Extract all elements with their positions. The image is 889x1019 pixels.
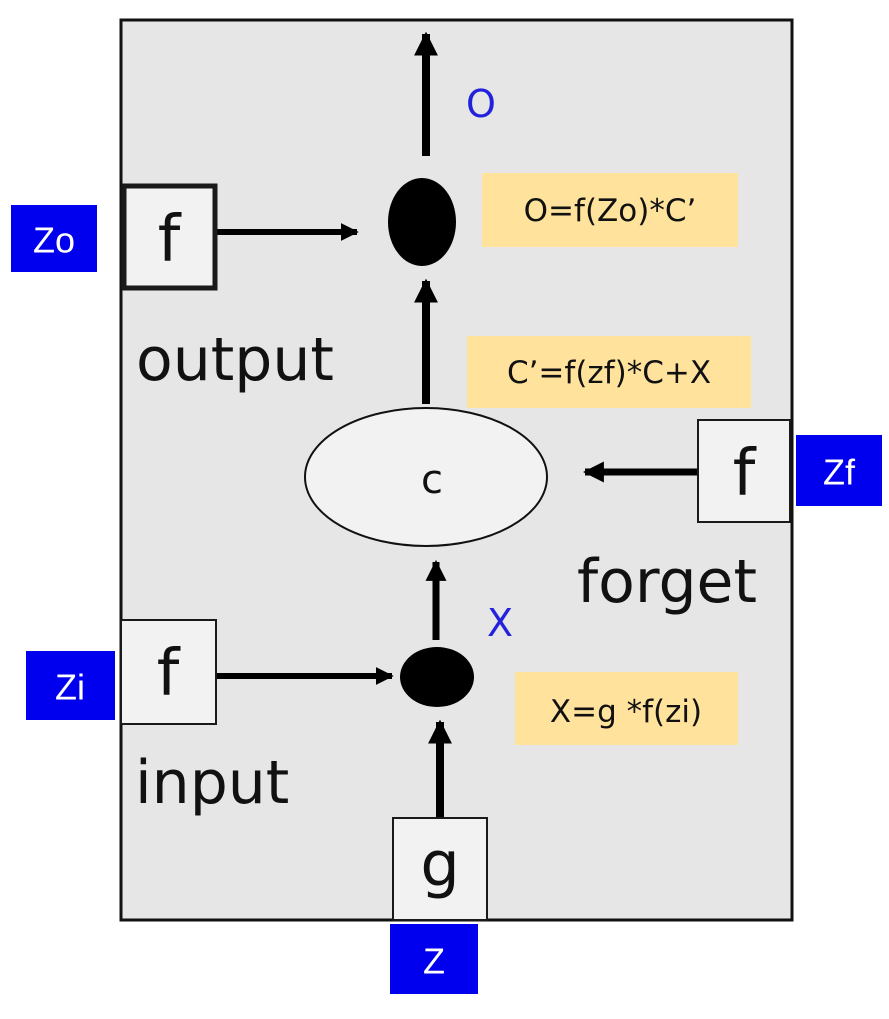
input-multiplier-node (400, 647, 474, 707)
output-gate-label: f (158, 203, 182, 277)
input-gate-box (120, 619, 217, 725)
input-activation-box (392, 817, 488, 921)
zi-input-label: Zi (55, 667, 85, 708)
z-input-box (390, 924, 478, 994)
zf-input-label: Zf (823, 452, 856, 493)
forget-gate-word: forget (577, 547, 757, 617)
output-multiplier-node (388, 178, 456, 266)
input-formula: X=g *f(zi) (550, 694, 702, 730)
output-variable-label: O (466, 82, 496, 126)
z-input-label: Z (423, 941, 445, 982)
output-formula-box (482, 173, 738, 247)
forget-gate-box (697, 419, 791, 523)
input-gate-word: input (135, 748, 289, 818)
input-activation-label: g (420, 828, 459, 901)
zf-input-box (796, 435, 882, 506)
input-gate-label: f (157, 637, 181, 711)
memory-cell-label: c (421, 457, 443, 503)
output-formula: O=f(Zo)*C’ (524, 193, 697, 229)
cell-update-formula: C’=f(zf)*C+X (507, 355, 711, 391)
zo-input-box (11, 205, 97, 272)
zi-input-box (26, 651, 115, 720)
output-gate-word: output (136, 325, 334, 395)
input-product-variable-label: X (487, 601, 513, 645)
memory-cell (304, 407, 548, 547)
zo-input-label: Zo (33, 220, 75, 261)
cell-update-formula-box (467, 336, 751, 408)
output-gate-box (121, 183, 218, 291)
input-formula-box (515, 672, 738, 745)
forget-gate-label: f (733, 437, 757, 511)
